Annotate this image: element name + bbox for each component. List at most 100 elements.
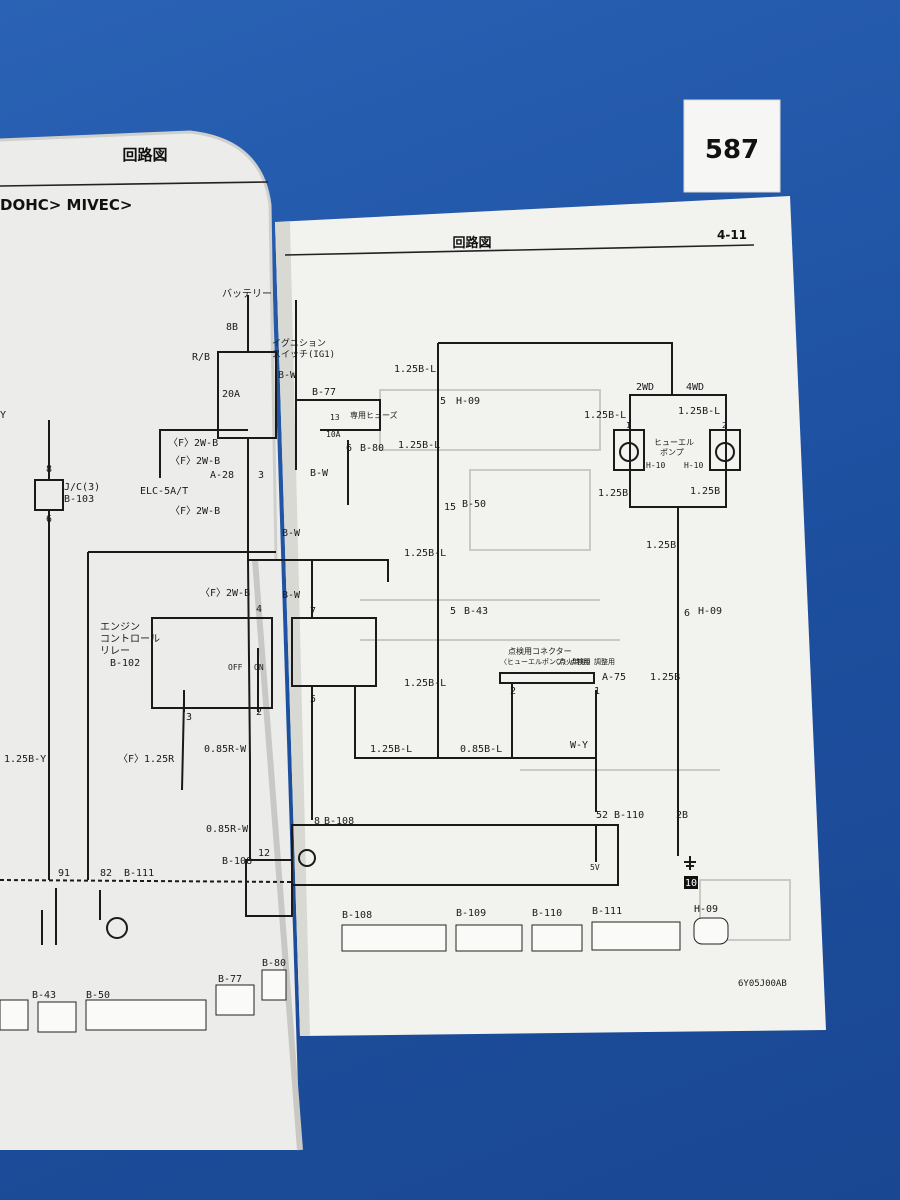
right-page-number: 4-11	[717, 228, 747, 242]
fuel-pump-label-2: ポンプ	[660, 448, 684, 457]
pin-8r: 8	[314, 816, 320, 827]
diagram-code: 6Y05J00AB	[738, 979, 787, 989]
pin-5c: 5	[310, 694, 316, 705]
ignition-timing-label: 〈点火時期〉調整用	[552, 657, 615, 666]
elc-label: ELC-5A/T	[140, 486, 188, 497]
wire-bw: B-W	[278, 370, 297, 381]
relay-off: OFF	[228, 663, 243, 672]
wire-f125r: 〈F〉1.25R	[118, 753, 175, 765]
fuel-pump-label-1: ヒューエル	[654, 438, 694, 447]
ground-10: 10	[685, 878, 697, 889]
wire-bw-2: B-W	[310, 468, 329, 479]
conn-b103-label: B-103	[64, 494, 94, 505]
pin-5b: 5	[450, 606, 456, 617]
pin-3b: 3	[186, 712, 192, 723]
pin-1r: 1	[594, 686, 600, 697]
left-labels: バッテリー 8B R/B 20A イグニション スイッチ(IG1) B-W B-…	[0, 288, 336, 1001]
wire-f2wb-4: 〈F〉2W-B	[200, 587, 250, 599]
fuse-10a: 10A	[326, 430, 341, 439]
wire-f2wb-2: 〈F〉2W-B	[170, 455, 220, 467]
jc3-label: J/C(3)	[64, 482, 100, 493]
label-2wd: 2WD	[636, 382, 654, 393]
pin-2a: 2	[722, 421, 727, 430]
wire-125b-1: 1.25B	[598, 488, 628, 499]
wire-125bl-6: 1.25B-L	[584, 410, 626, 421]
pin-52: 52	[596, 810, 608, 821]
conn-table-b111: B-111	[592, 906, 622, 917]
wire-125bl-5: 1.25B-L	[370, 744, 412, 755]
left-conn-b77: B-77	[218, 974, 242, 985]
left-conn-b43: B-43	[32, 990, 56, 1001]
pin-6h: 6	[684, 608, 690, 619]
wire-125bl-4: 1.25B-L	[404, 678, 446, 689]
pin-1a: 1	[626, 421, 631, 430]
battery-label: バッテリー	[222, 288, 272, 300]
pin-91: 91	[58, 868, 70, 879]
tag-number: 587	[705, 135, 759, 165]
wire-f2wb-1: 〈F〉2W-B	[168, 437, 218, 449]
conn-b77-label: B-77	[312, 387, 336, 398]
left-page	[0, 130, 303, 1151]
number-tag: 587	[683, 99, 781, 193]
conn-b102-label: B-102	[110, 658, 140, 669]
conn-b108-r: B-108	[324, 816, 354, 827]
connector-tables	[0, 917, 729, 1033]
rb-label: R/B	[192, 352, 210, 363]
wire-125b-4: 1.25B	[650, 672, 680, 683]
left-conn-b80: B-80	[262, 958, 286, 969]
pin-8: 8	[46, 464, 52, 475]
conn-a28-label: A-28	[210, 470, 234, 481]
conn-b110: B-110	[614, 810, 644, 821]
check-connector-label: 点検用コネクター	[508, 646, 572, 656]
pin-12: 12	[258, 848, 270, 859]
dedicated-fuse: 専用ヒューズ	[350, 410, 398, 420]
wire-bw-3: B-W	[282, 528, 301, 539]
wire-085rw-2: 0.85R-W	[206, 824, 249, 835]
wire-125bl-1: 1.25B-L	[394, 364, 436, 375]
wire-wy: W-Y	[570, 740, 588, 751]
ignition-label-2: スイッチ(IG1)	[272, 349, 335, 360]
pin-82: 82	[100, 868, 112, 879]
wire-125b-3: 1.25B	[646, 540, 676, 551]
ignition-label: イグニション	[272, 337, 326, 349]
fuel-pump-check-label: 〈ヒューエルポンプ〉点検用	[500, 657, 591, 666]
conn-b111-label: B-111	[124, 868, 154, 879]
conn-table-h09: H-09	[694, 904, 718, 915]
left-page-title: 回路図	[122, 146, 167, 164]
conn-b108-label: B-108	[222, 856, 252, 867]
engine-relay-label-3: リレー	[100, 646, 130, 657]
left-page-subtitle: DOHC> MIVEC>	[0, 196, 133, 214]
pin-2b: 2B	[676, 810, 688, 821]
pin-4: 4	[256, 604, 262, 615]
conn-h10-a: H-10	[646, 461, 665, 470]
wires	[0, 295, 741, 945]
wire-125bl-3: 1.25B-L	[404, 548, 446, 559]
wire-bw-4: B-W	[282, 590, 301, 601]
wire-125bl-7: 1.25B-L	[678, 406, 720, 417]
wire-125bl-2: 1.25B-L	[398, 440, 440, 451]
pin-6: 6	[46, 514, 52, 525]
header-lines	[0, 181, 755, 256]
conn-table-b110: B-110	[532, 908, 562, 919]
wire-125b-2: 1.25B	[690, 486, 720, 497]
fuse-20a-label: 20A	[222, 389, 240, 400]
conn-h09-2: H-09	[698, 606, 722, 617]
pin-3: 3	[258, 470, 264, 481]
conn-h09-1: H-09	[456, 396, 480, 407]
relay-on: ON	[254, 663, 264, 672]
conn-h10-b: H-10	[684, 461, 703, 470]
wire-085bl: 0.85B-L	[460, 744, 502, 755]
faint-background-lines	[360, 389, 791, 941]
wire-f2wb-3: 〈F〉2W-B	[170, 505, 220, 517]
wire-y: Y	[0, 410, 6, 421]
conn-a75: A-75	[602, 672, 626, 683]
wire-085rw-1: 0.85R-W	[204, 744, 247, 755]
label-5v: 5V	[590, 863, 600, 872]
pin-2r: 2	[510, 686, 516, 697]
pin-13: 13	[330, 413, 340, 422]
conn-table-b108: B-108	[342, 910, 372, 921]
conn-b50: B-50	[462, 499, 486, 510]
conn-b43: B-43	[464, 606, 488, 617]
